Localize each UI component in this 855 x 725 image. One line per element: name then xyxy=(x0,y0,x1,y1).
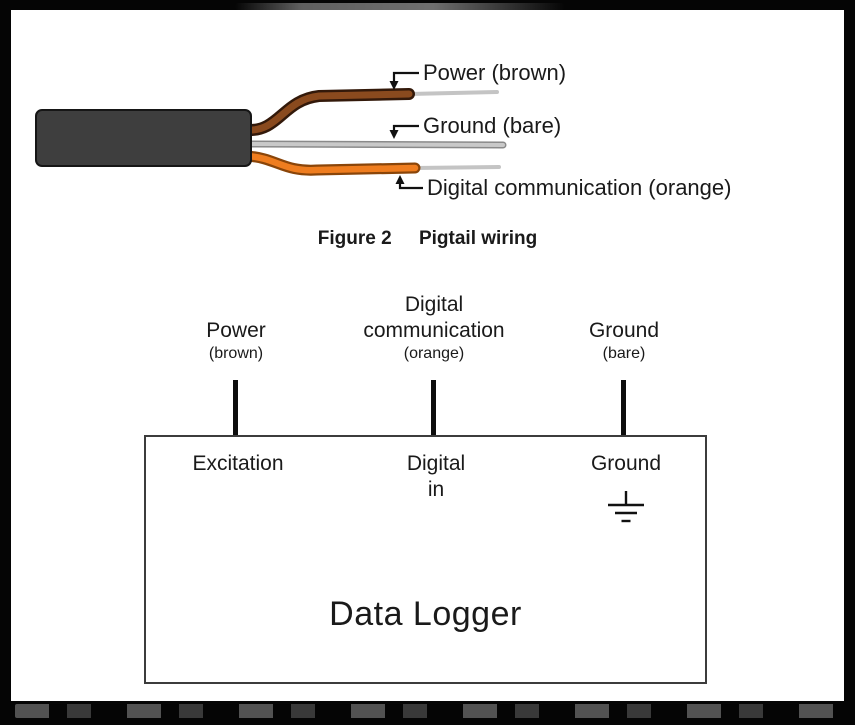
digital-arrowhead-icon xyxy=(395,175,405,184)
wire-lead-digital xyxy=(431,380,436,435)
wire-heading-power-color: (brown) xyxy=(208,345,264,362)
bare-wire xyxy=(245,142,505,147)
terminal-digital-in-line2: in xyxy=(427,478,445,501)
digital-wire-tip xyxy=(413,165,501,170)
wire-heading-digital: Digital communication (orange) xyxy=(314,292,554,364)
terminal-ground: Ground xyxy=(590,452,662,475)
wire-lead-power xyxy=(233,380,238,435)
digital-wire xyxy=(243,152,419,174)
scan-artifact-top xyxy=(235,3,565,10)
power-wire xyxy=(243,90,413,134)
wire-heading-digital-name-line2: communication xyxy=(363,319,505,342)
wire-heading-ground-color: (bare) xyxy=(602,345,646,362)
wire-lead-ground xyxy=(621,380,626,435)
scan-artifact-bottom xyxy=(15,704,840,718)
wire-heading-ground: Ground (bare) xyxy=(544,318,704,364)
ground-arrowhead-icon xyxy=(389,130,399,139)
pigtail-cable-illustration xyxy=(35,71,507,190)
figure-caption-title: Pigtail wiring xyxy=(418,228,538,249)
diagram-page: Power (brown) Ground (bare) Digital comm… xyxy=(11,10,844,701)
terminal-digital-in: Digital in xyxy=(356,451,516,503)
ground-symbol-icon xyxy=(608,491,644,523)
terminal-excitation: Excitation xyxy=(192,452,284,475)
figure-caption-label: Figure 2 xyxy=(317,228,392,249)
digital-arrow-line xyxy=(398,183,423,190)
figure-caption: Figure 2 Pigtail wiring xyxy=(11,228,844,250)
wire-heading-ground-name: Ground xyxy=(588,319,660,342)
wire-heading-power: Power (brown) xyxy=(156,318,316,364)
data-logger-box: Excitation Digital in Ground Data Logger xyxy=(144,435,707,684)
power-arrowhead-icon xyxy=(389,81,399,90)
wire-heading-power-name: Power xyxy=(206,319,266,342)
cable-jacket xyxy=(35,109,252,167)
power-arrow-line xyxy=(392,71,419,82)
wire-heading-digital-name-line1: Digital xyxy=(404,293,464,316)
ground-arrow-line xyxy=(392,124,419,131)
power-wire-tip xyxy=(407,90,499,96)
pigtail-label-digital: Digital communication (orange) xyxy=(427,175,732,200)
data-logger-title: Data Logger xyxy=(329,595,522,633)
wire-heading-digital-color: (orange) xyxy=(403,345,465,362)
pigtail-label-ground: Ground (bare) xyxy=(423,113,562,138)
terminal-digital-in-line1: Digital xyxy=(406,452,466,475)
pigtail-label-power: Power (brown) xyxy=(423,60,567,85)
